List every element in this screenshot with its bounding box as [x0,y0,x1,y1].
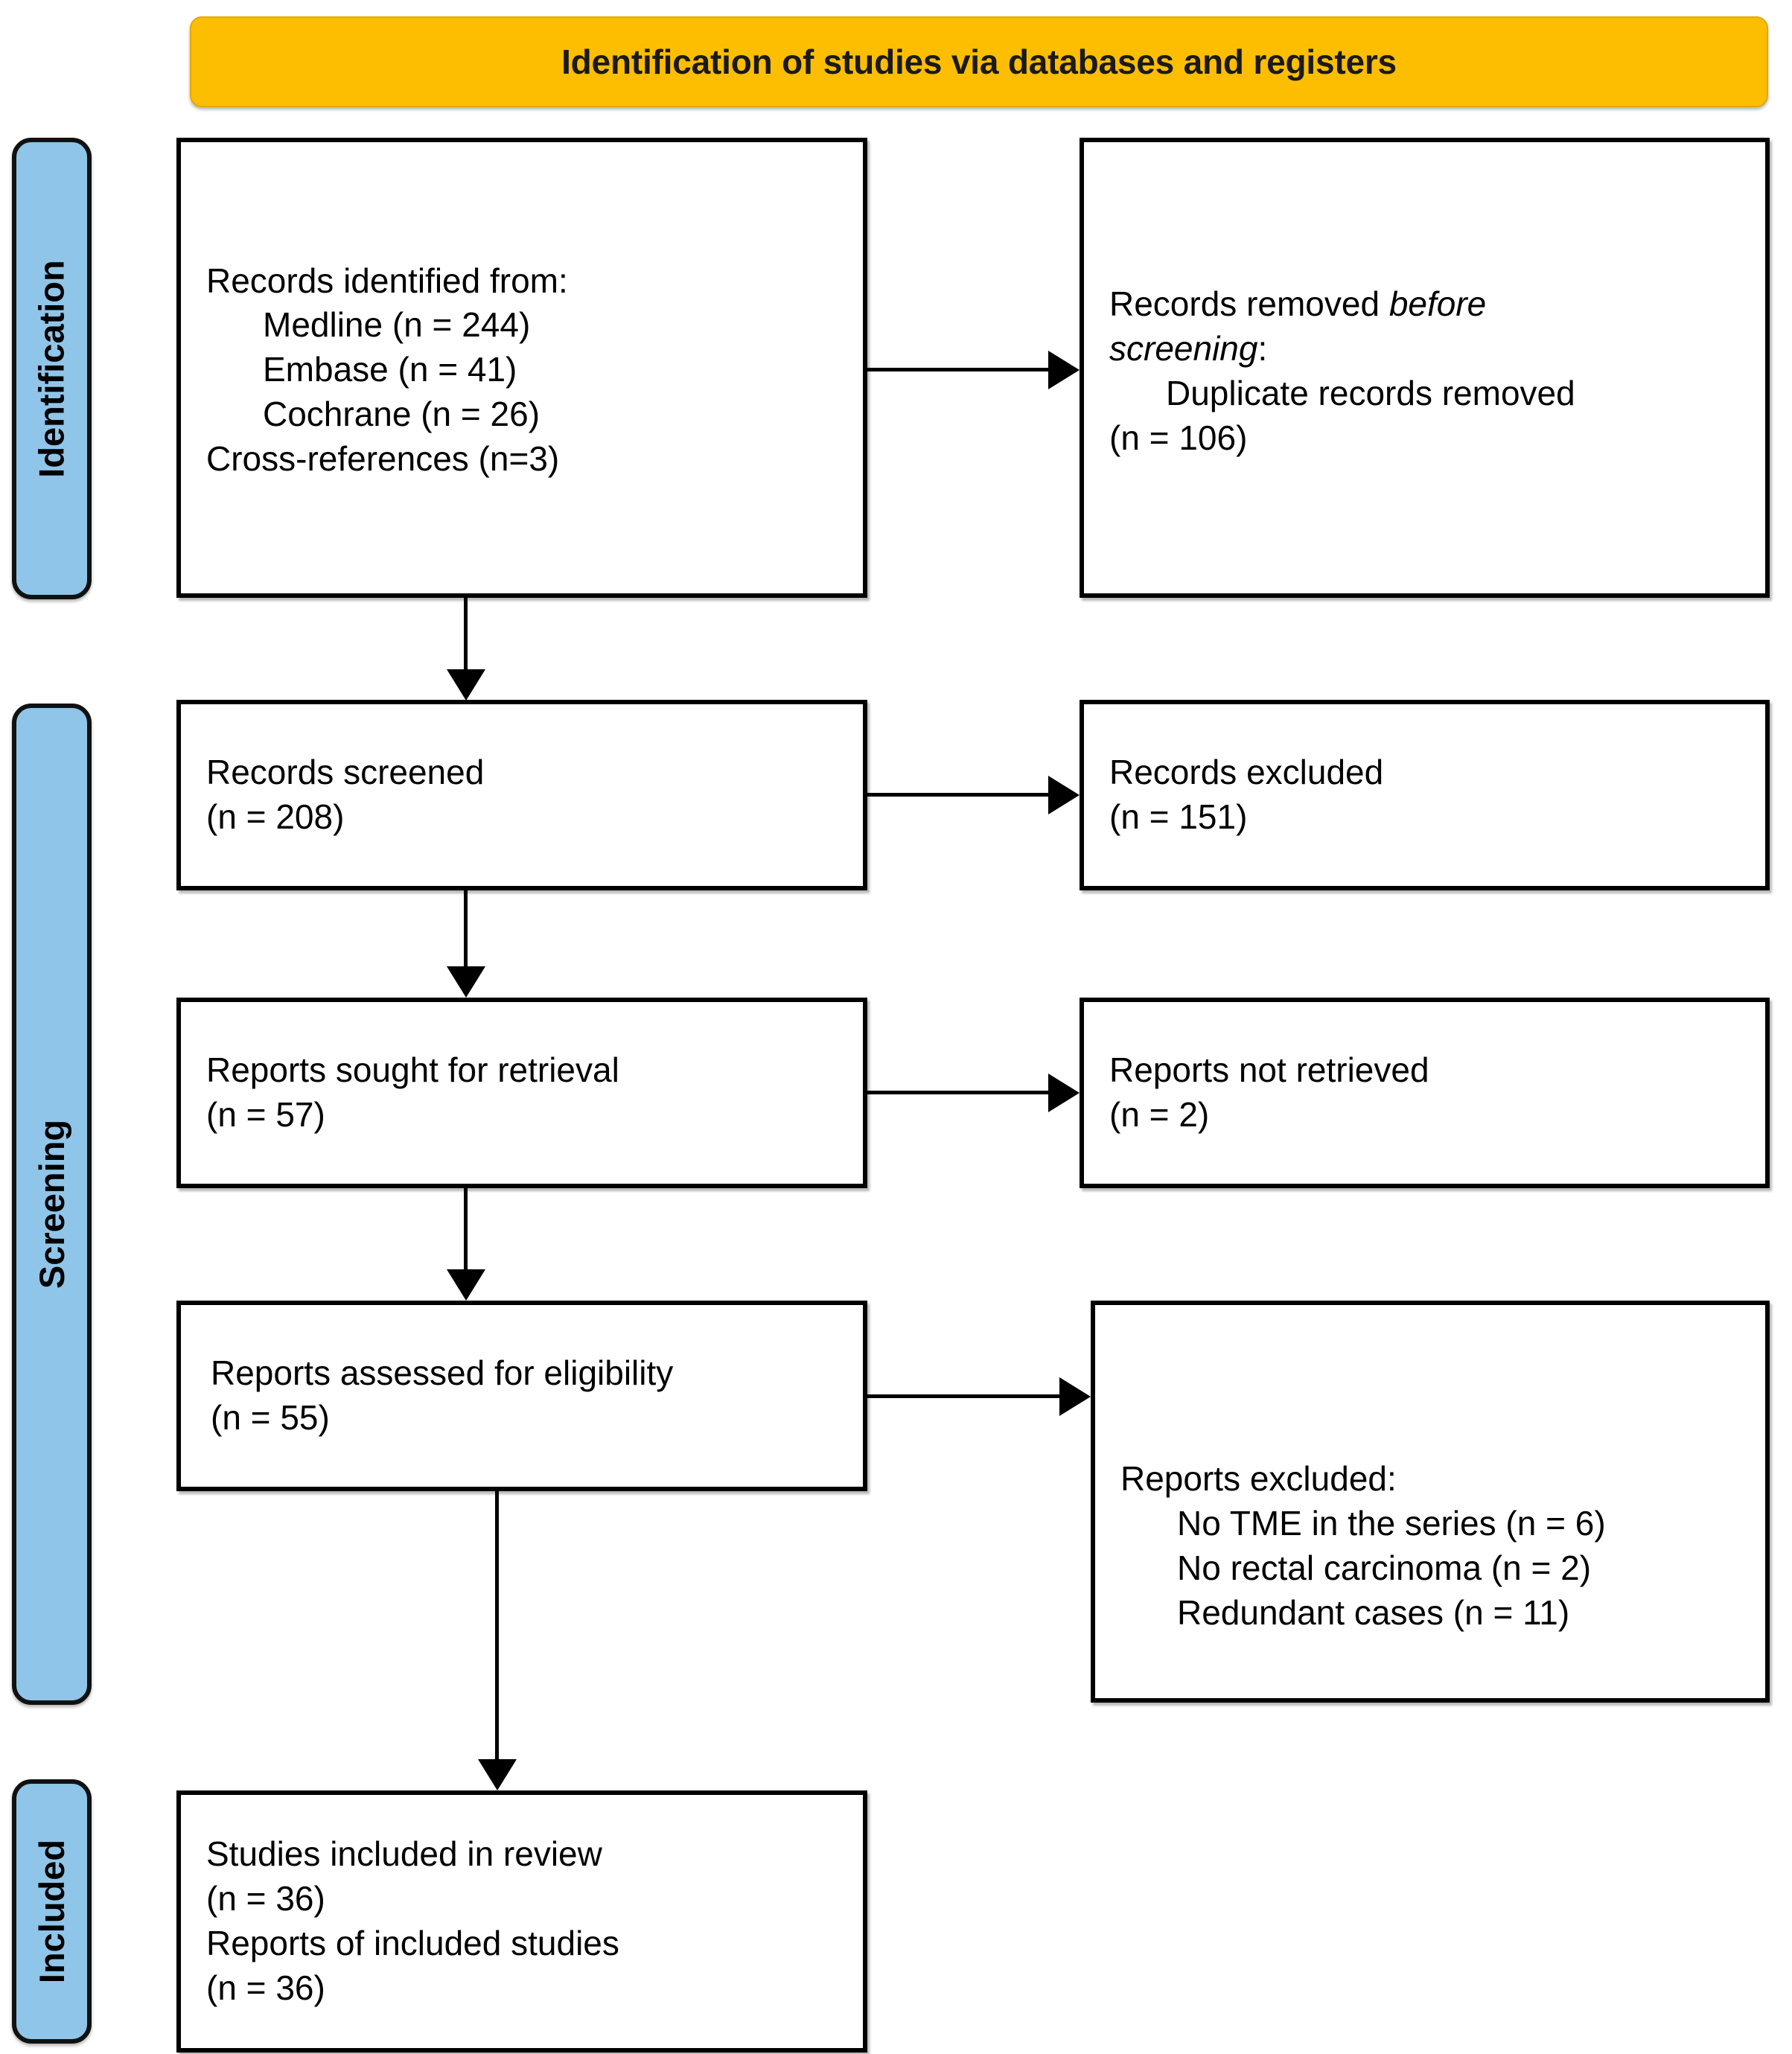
connector-line [867,368,1048,371]
arrow-head-right-icon [1059,1377,1091,1416]
stage-label-screening: Screening [12,704,92,1705]
reports-sought-line-1: Reports sought for retrieval [206,1050,619,1090]
banner-title: Identification of studies via databases … [561,42,1397,81]
records-identified-line-cochrane: Cochrane (n = 26) [263,394,541,433]
records-removed-line-duplicates: Duplicate records removed [1166,374,1575,412]
box-records-removed-body: Records removed before screening: Duplic… [1084,275,1765,460]
box-studies-included-in-review: Studies included in review (n = 36) Repo… [176,1790,867,2053]
connector-screened-to-records-excluded [867,774,1080,816]
connector-line [867,1394,1059,1398]
reports-sought-line-n: (n = 57) [206,1095,325,1134]
connector-line [464,1188,468,1271]
connector-line [464,890,468,968]
reports-assessed-line-n: (n = 55) [211,1398,330,1437]
reports-not-retrieved-line-1: Reports not retrieved [1109,1050,1429,1090]
box-reports-sought-for-retrieval: Reports sought for retrieval (n = 57) [176,998,867,1188]
connector-line [464,598,468,671]
records-identified-line-medline: Medline (n = 244) [263,305,531,345]
stage-label-identification-text: Identification [32,259,72,478]
records-excluded-line-n: (n = 151) [1109,797,1248,836]
records-excluded-line-1: Records excluded [1109,753,1384,792]
reports-excluded-reason-no-tme: No TME in the series (n = 6) [1177,1504,1606,1543]
box-studies-included-body: Studies included in review (n = 36) Repo… [181,1832,863,2010]
box-reports-excluded: Reports excluded: No TME in the series (… [1091,1301,1770,1703]
reports-assessed-line-1: Reports assessed for eligibility [211,1353,674,1393]
box-records-screened: Records screened (n = 208) [176,700,867,890]
connector-sought-to-assessed [445,1188,487,1302]
reports-not-retrieved-line-n: (n = 2) [1109,1095,1210,1134]
box-records-excluded: Records excluded (n = 151) [1080,700,1770,890]
records-removed-text-colon: : [1257,329,1268,369]
records-identified-line-crossrefs: Cross-references (n=3) [206,438,560,478]
connector-assessed-to-reports-excluded [867,1376,1091,1417]
box-reports-not-retrieved-body: Reports not retrieved (n = 2) [1084,1048,1765,1138]
connector-line [867,1091,1048,1094]
arrow-head-right-icon [1048,1074,1080,1112]
connector-identified-to-screened [445,598,487,702]
box-records-removed-before-screening: Records removed before screening: Duplic… [1080,138,1770,598]
box-records-identified: Records identified from: Medline (n = 24… [176,138,867,598]
reports-excluded-line-1: Reports excluded: [1120,1459,1397,1499]
stage-label-included: Included [12,1779,92,2044]
studies-included-line-1: Studies included in review [206,1834,602,1874]
reports-of-included-studies-line: Reports of included studies [206,1924,619,1962]
connector-sought-to-not-retrieved [867,1072,1080,1114]
reports-of-included-studies-n: (n = 36) [206,1968,325,2007]
records-screened-line-n: (n = 208) [206,797,345,836]
box-reports-assessed-body: Reports assessed for eligibility (n = 55… [181,1351,863,1441]
records-removed-text-screening: screening [1109,329,1258,369]
records-identified-line-embase: Embase (n = 41) [263,350,517,389]
arrow-head-down-icon [447,669,485,701]
arrow-head-down-icon [447,1269,485,1301]
records-removed-text-before: before [1388,284,1487,324]
box-records-excluded-body: Records excluded (n = 151) [1084,750,1765,840]
connector-screened-to-sought [445,890,487,999]
box-reports-sought-body: Reports sought for retrieval (n = 57) [181,1048,863,1138]
box-reports-not-retrieved: Reports not retrieved (n = 2) [1080,998,1770,1188]
banner-identification-header: Identification of studies via databases … [190,16,1768,107]
records-removed-line-n: (n = 106) [1109,418,1248,457]
records-removed-text-a: Records removed [1109,284,1389,324]
box-reports-excluded-body: Reports excluded: No TME in the series (… [1095,1368,1765,1635]
records-identified-line-1: Records identified from: [206,261,568,300]
box-reports-assessed-for-eligibility: Reports assessed for eligibility (n = 55… [176,1301,867,1491]
records-removed-line-2: screening: [1109,327,1740,371]
arrow-head-down-icon [447,966,485,998]
arrow-head-down-icon [478,1759,517,1790]
connector-identified-to-removed [867,349,1080,391]
box-records-screened-body: Records screened (n = 208) [181,750,863,840]
studies-included-line-n: (n = 36) [206,1879,325,1919]
records-screened-line-1: Records screened [206,753,485,792]
stage-label-included-text: Included [32,1839,72,1984]
arrow-head-right-icon [1048,351,1080,389]
stage-label-screening-text: Screening [32,1119,71,1289]
box-records-identified-body: Records identified from: Medline (n = 24… [181,255,863,482]
connector-line [495,1491,499,1761]
reports-excluded-reason-no-rectal-carcinoma: No rectal carcinoma (n = 2) [1177,1549,1592,1587]
arrow-head-right-icon [1048,776,1080,814]
connector-assessed-to-included [476,1491,518,1792]
records-removed-line-1: Records removed before [1109,282,1740,327]
connector-line [867,793,1048,797]
reports-excluded-reason-redundant-cases: Redundant cases (n = 11) [1177,1592,1570,1632]
stage-label-identification: Identification [12,138,92,599]
